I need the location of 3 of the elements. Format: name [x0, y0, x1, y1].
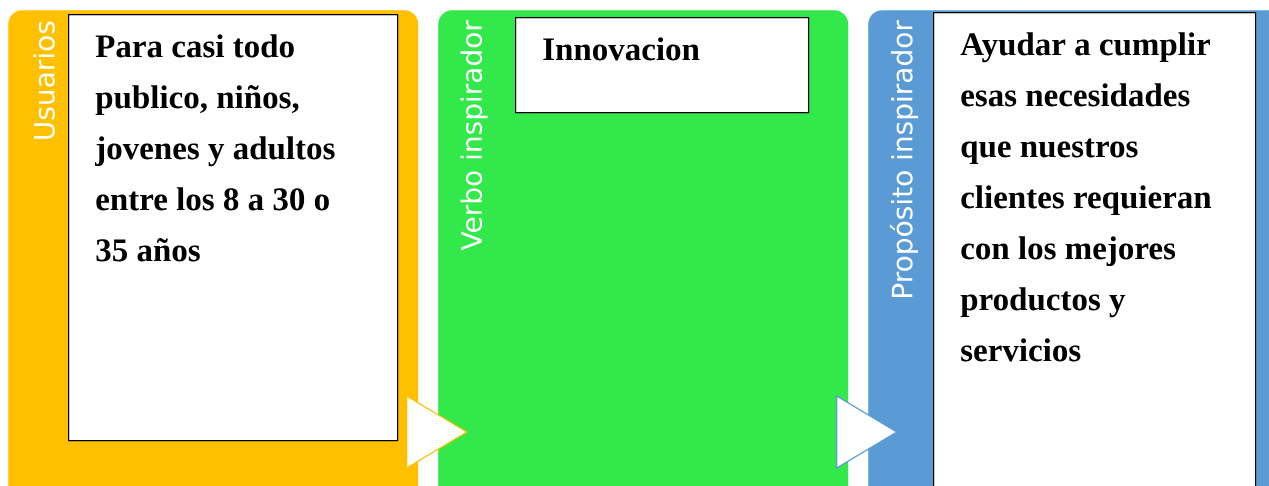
text-box: Para casi todo publico, niños, jovenes y adultos entre los 8 a 30 o 35 años [68, 14, 399, 442]
text-box: Innovacion [515, 17, 810, 114]
text-box: Ayudar a cumplir esas necesidades que nuestros clientes requieran con los mejores productos y servicios [933, 12, 1257, 486]
